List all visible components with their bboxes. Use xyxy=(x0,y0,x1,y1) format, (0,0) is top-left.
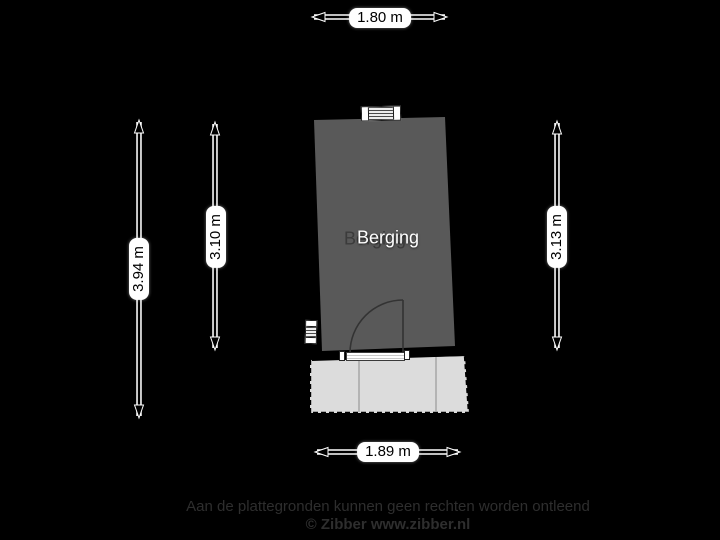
room-name-text: Berging xyxy=(356,227,420,248)
disclaimer-text: Aan de plattegronden kunnen geen rechten… xyxy=(186,498,590,515)
dimension-label-top-width: 1.80 m xyxy=(349,8,411,28)
room-name-label: Berging Berging xyxy=(344,227,420,249)
terrace-torn-edge xyxy=(308,355,471,415)
credit-text: © Zibber www.zibber.nl xyxy=(305,516,471,533)
door-jamb-right xyxy=(404,350,410,360)
door-swing-arc xyxy=(349,299,404,354)
door-jamb-left xyxy=(339,351,345,361)
door-swing xyxy=(349,299,404,354)
dimension-label-right-height: 3.13 m xyxy=(547,206,567,268)
room-name-shadow-copy: Berging xyxy=(343,228,407,249)
terrace-area xyxy=(310,356,469,413)
dimension-label-left-outer-height: 3.94 m xyxy=(129,238,149,300)
dimension-label-left-inner-height: 3.10 m xyxy=(206,206,226,268)
dimension-label-bottom-width: 1.89 m xyxy=(357,442,419,462)
